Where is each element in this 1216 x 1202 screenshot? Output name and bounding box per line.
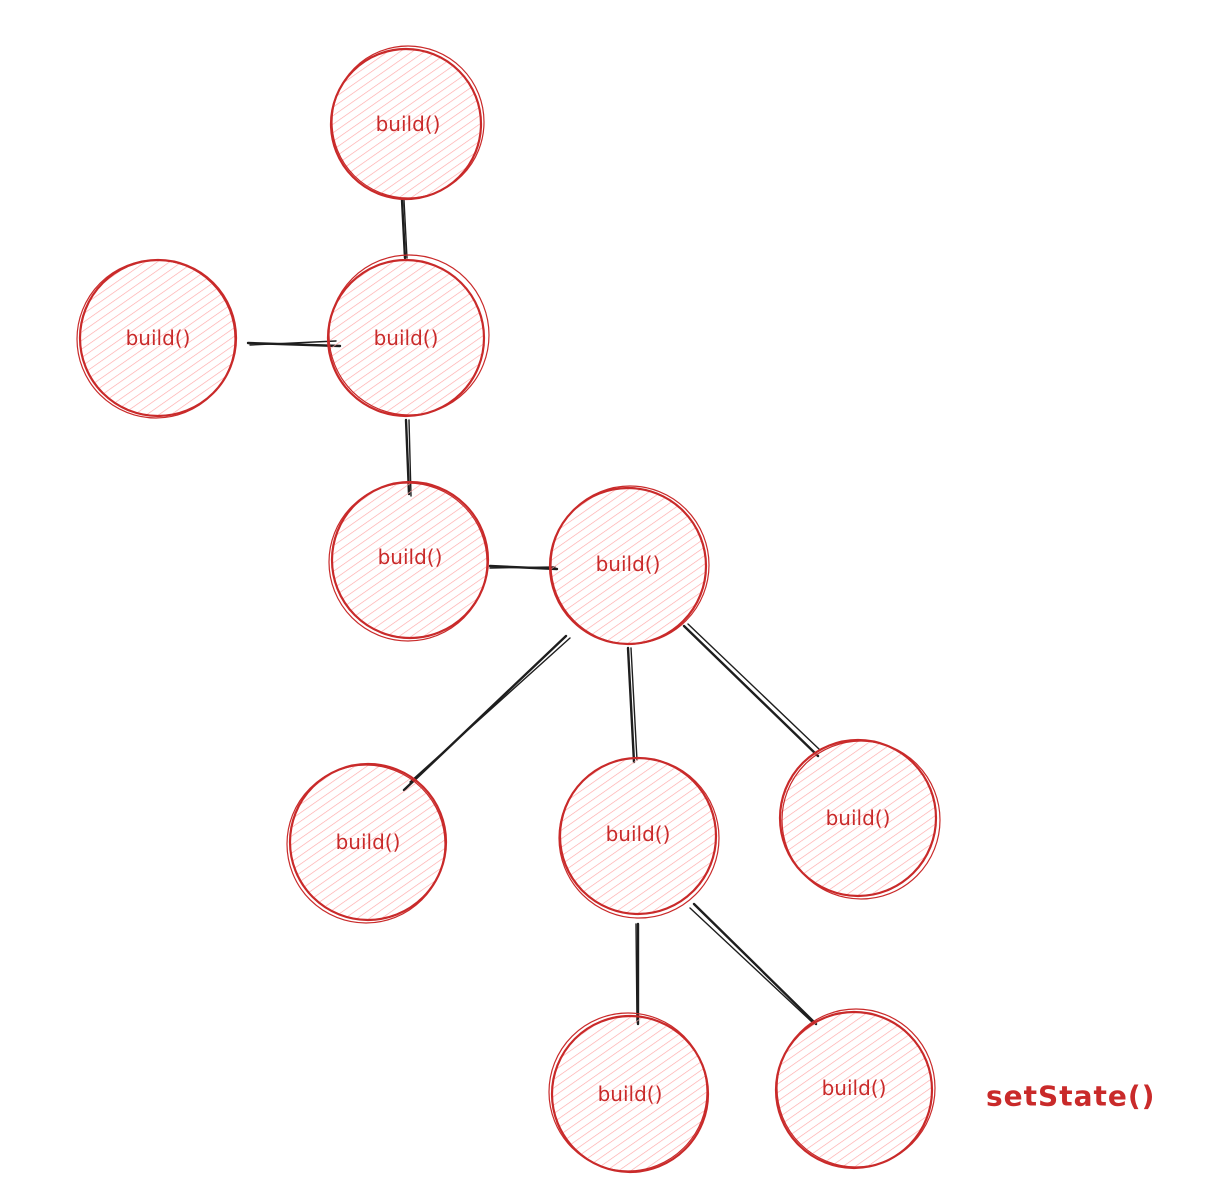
edge-n5-n7-stroke (630, 647, 638, 761)
node-hatch-fill (560, 758, 716, 914)
node-hatch-fill (552, 1016, 708, 1172)
node-label: build() (598, 1082, 663, 1106)
node-outline-sketch (548, 1012, 708, 1172)
node-outline-sketch (781, 740, 941, 900)
node-n3: build() (326, 254, 490, 418)
edge-n1-n3 (400, 198, 407, 260)
node-outline (330, 480, 490, 640)
node-label: build() (606, 822, 671, 846)
node-hatch-fill (328, 260, 484, 416)
edge-n5-n7 (626, 646, 636, 764)
nodes-layer: build() build() build() build() build() (76, 45, 941, 1174)
node-label: build() (126, 326, 191, 350)
node-label: build() (374, 326, 439, 350)
node-n2: build() (76, 258, 238, 419)
node-label: build() (376, 112, 441, 136)
node-outline (778, 738, 938, 898)
node-n4: build() (328, 480, 490, 642)
node-hatch-fill (780, 740, 936, 896)
node-outline-sketch (328, 482, 488, 642)
edge-n7-n10 (692, 902, 818, 1026)
node-outline-sketch (286, 764, 446, 924)
edge-n5-n8 (682, 624, 820, 758)
node-hatch-fill (776, 1012, 932, 1168)
node-hatch-fill (80, 260, 236, 416)
node-n5: build() (548, 485, 710, 646)
node-label: build() (378, 545, 443, 569)
node-outline-sketch (558, 757, 720, 919)
node-hatch-fill (290, 764, 446, 920)
edge-n4-n5-stroke (489, 566, 556, 569)
edges-layer (246, 198, 821, 1026)
node-outline (774, 1010, 934, 1170)
node-n9: build() (548, 1012, 710, 1174)
edge-n5-n6 (402, 634, 568, 792)
edge-n2-n3 (246, 341, 342, 348)
edge-n7-n9-stroke (635, 923, 638, 1023)
node-outline (550, 1014, 710, 1174)
node-hatch-fill (331, 49, 481, 199)
node-outline (326, 258, 486, 418)
node-outline-sketch (776, 1008, 936, 1168)
node-outline (329, 47, 483, 201)
node-hatch-fill (550, 488, 706, 644)
setstate-note: setState() (986, 1080, 1155, 1113)
node-n8: build() (778, 738, 941, 900)
node-outline (288, 762, 448, 922)
node-n7: build() (558, 756, 720, 919)
node-n1: build() (329, 45, 485, 201)
node-outline-sketch (331, 45, 485, 199)
node-n10: build() (774, 1008, 936, 1170)
node-outline-sketch (328, 254, 490, 416)
node-label: build() (336, 830, 401, 854)
edge-n1-n3-stroke (403, 199, 408, 259)
node-label: build() (596, 552, 661, 576)
edge-n5-n8-stroke (687, 623, 821, 751)
node-outline-sketch (76, 259, 236, 419)
edge-n7-n10-stroke (689, 907, 813, 1023)
node-label: build() (822, 1076, 887, 1100)
edge-n2-n3-stroke (249, 340, 337, 346)
node-label: build() (826, 806, 891, 830)
node-hatch-fill (332, 482, 488, 638)
edge-n5-n6-stroke (409, 637, 571, 783)
node-outline-sketch (550, 485, 710, 645)
node-n6: build() (286, 762, 448, 924)
